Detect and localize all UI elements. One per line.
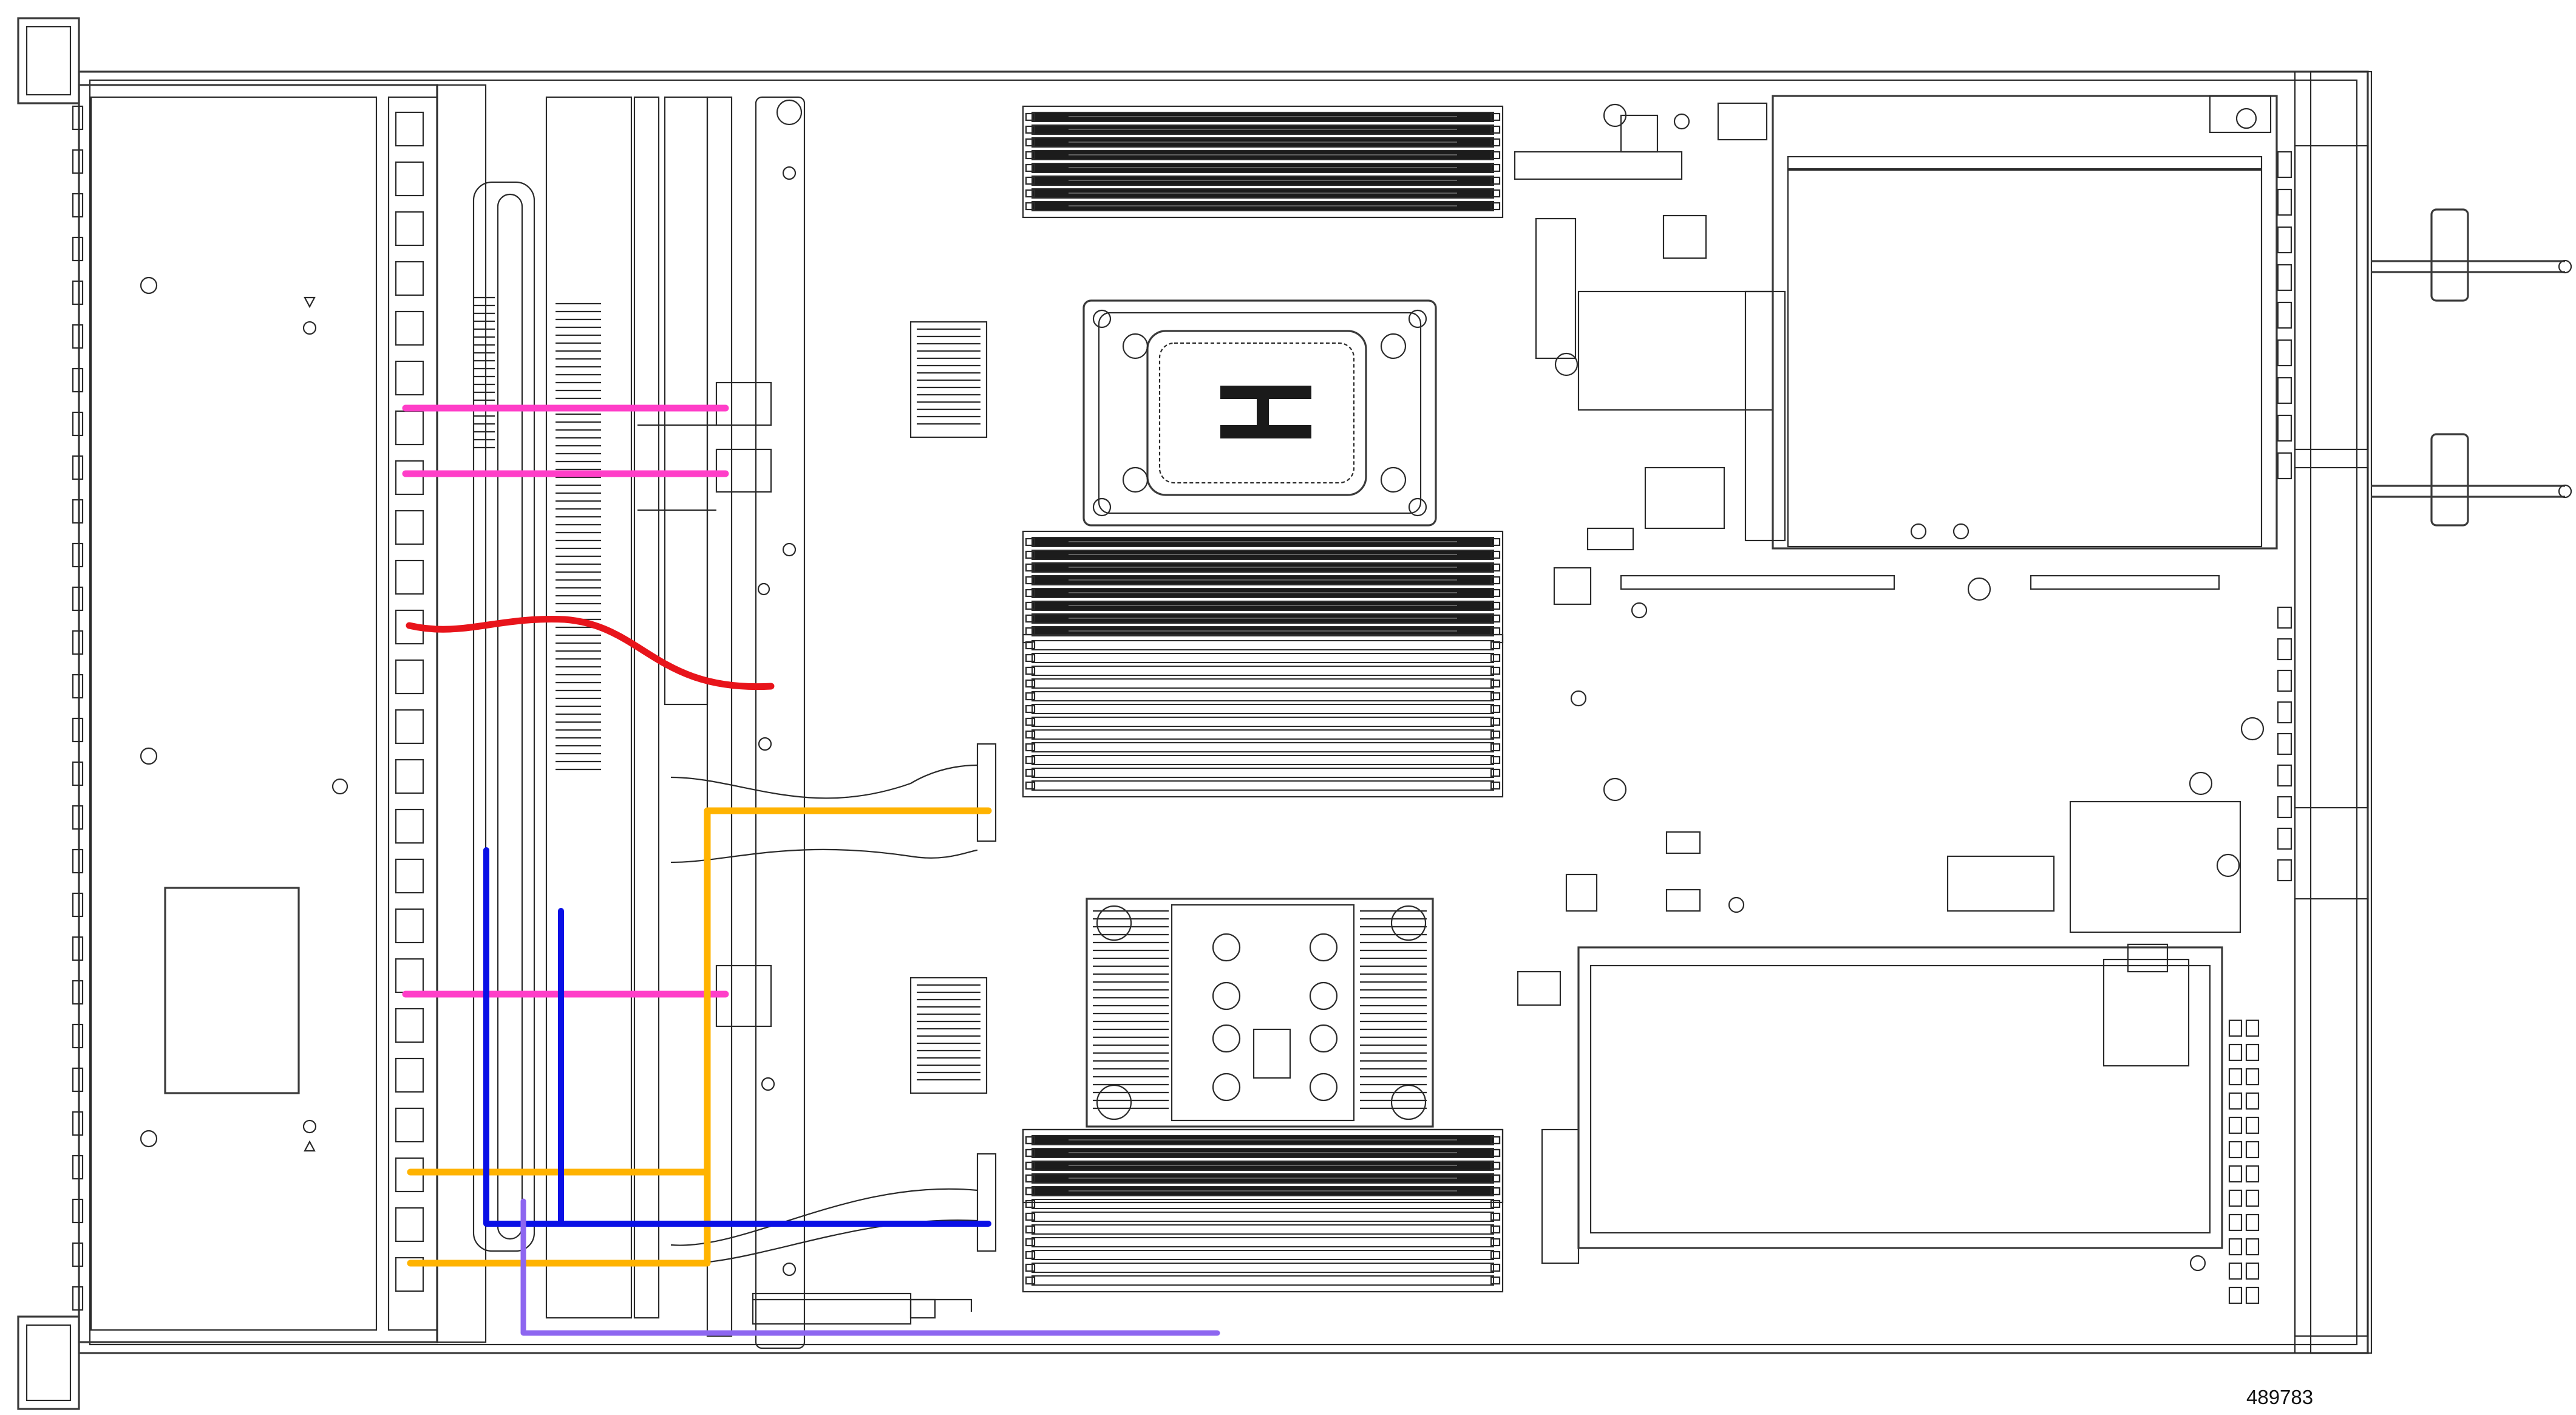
- figure-number: 489783: [2246, 1386, 2314, 1408]
- cable-violet: [520, 1198, 1220, 1336]
- drive-backplane: [436, 84, 733, 1343]
- rear-handle-top: [2371, 208, 2572, 302]
- dimm-slots: [1022, 105, 1504, 1293]
- cpu-heatsink-2: [1086, 898, 1434, 1128]
- pcie-riser-top: [1744, 95, 2278, 550]
- rear-io-board: [1514, 102, 2265, 1272]
- motherboard-connectors-left: [715, 96, 997, 1349]
- cpu-socket-1: [1082, 299, 1437, 527]
- front-panel-window: [164, 887, 300, 1094]
- pcie-riser-bottom: [1577, 943, 2223, 1249]
- cable-red: [406, 616, 775, 690]
- front-drive-bays: [72, 84, 438, 1343]
- cable-orange-2: [407, 1168, 711, 1267]
- drive-bay-connectors: [387, 96, 438, 1331]
- front-handle-top: [17, 17, 80, 104]
- backplane-heat-fins: [474, 296, 601, 771]
- power-supplies: [2228, 145, 2369, 1337]
- cable-guides: [637, 424, 978, 1312]
- front-storage-cables: [402, 404, 1220, 1336]
- rear-handle-bottom: [2371, 433, 2572, 527]
- cpu-1-heatsink-fins: [909, 321, 988, 1094]
- front-handle-bottom: [17, 1315, 80, 1410]
- cable-blue-1: [483, 847, 991, 1227]
